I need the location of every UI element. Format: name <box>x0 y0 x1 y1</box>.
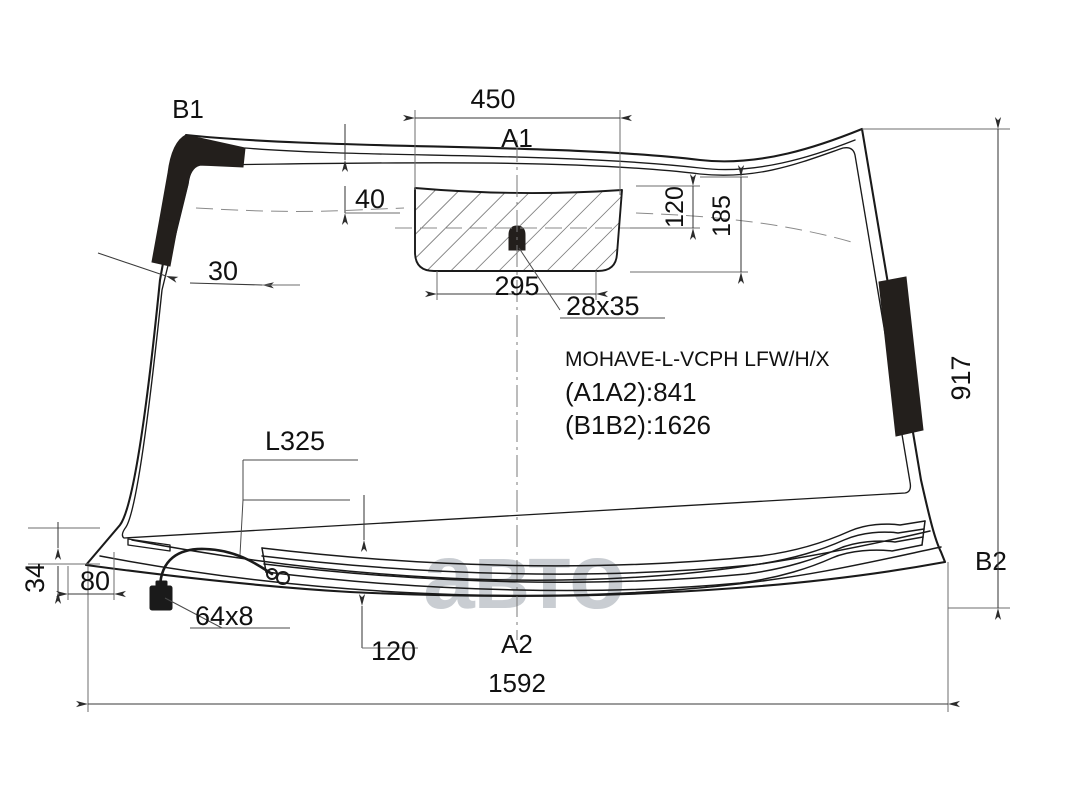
dim-450-label: 450 <box>470 84 515 114</box>
dim-side-band: 30 <box>97 252 300 289</box>
dim-bracket-width: 450 <box>403 84 632 195</box>
dim-overall-height: 917 <box>862 117 1010 620</box>
cowl-line-2 <box>131 530 931 581</box>
dim-1592-label: 1592 <box>488 668 546 698</box>
dim-antenna-length: L325 <box>239 426 358 556</box>
glass-inner-outline <box>121 146 912 539</box>
part-info-block: MOHAVE-L-VCPH LFW/H/X (A1A2):841 (B1B2):… <box>565 348 829 440</box>
band-left-pillar <box>151 217 179 267</box>
dim-connector-size: 64x8 <box>164 597 290 631</box>
dim-917-label: 917 <box>946 355 976 400</box>
dim-bracket-base: 295 <box>425 271 608 301</box>
spec-a1a2-label: (A1A2):841 <box>565 377 697 407</box>
dim-bracket-inner-height: 120 <box>630 174 700 240</box>
upper-dashed-line-right <box>635 212 856 244</box>
dim-34-label: 34 <box>20 563 50 593</box>
band-top-left <box>159 134 246 224</box>
molding-strip-2 <box>261 528 925 575</box>
molding-right-cap <box>921 520 926 546</box>
dim-30-label: 30 <box>208 256 238 286</box>
label-b2: B2 <box>975 546 1007 576</box>
molding-strip-1 <box>261 520 926 567</box>
dim-120-cowl-label: 120 <box>371 636 416 666</box>
part-code-label: MOHAVE-L-VCPH LFW/H/X <box>565 348 829 371</box>
connector-block <box>149 585 173 611</box>
dim-28x35-label: 28x35 <box>566 291 640 321</box>
terminal-ring-1 <box>266 568 278 580</box>
dim-120-bracket-label: 120 <box>661 186 689 228</box>
band-right-pillar <box>878 276 924 437</box>
dim-40-label: 40 <box>355 184 385 214</box>
antenna-plate <box>127 538 171 552</box>
connector-tab <box>155 580 168 589</box>
dim-64x8-label: 64x8 <box>195 601 254 631</box>
dim-sensor-window: 28x35 <box>518 247 665 321</box>
label-b1: B1 <box>172 94 204 124</box>
dim-80-label: 80 <box>80 566 110 596</box>
upper-dashed-line-left <box>195 207 405 212</box>
dim-edge-offset: 80 <box>56 552 126 600</box>
dim-edge-small: 34 <box>20 522 100 604</box>
label-a2: A2 <box>501 629 533 659</box>
dim-overall-width: 1592 <box>76 562 960 712</box>
mirror-bracket-group <box>395 187 648 272</box>
dim-185-label: 185 <box>708 195 736 237</box>
label-a1: A1 <box>501 123 533 153</box>
cowl-group <box>99 520 942 597</box>
dim-295-label: 295 <box>494 271 539 301</box>
watermark: авто <box>423 524 626 628</box>
dim-L325-label: L325 <box>265 426 325 456</box>
ceramic-band-group <box>151 134 924 437</box>
antenna-connector-group <box>127 538 290 611</box>
molding-left-cap <box>261 547 267 573</box>
dim-top-band: 40 <box>341 124 400 225</box>
cowl-line-1 <box>99 546 942 597</box>
antenna-wire <box>158 547 274 589</box>
terminal-ring-2 <box>276 571 290 585</box>
dim-bracket-outer-height: 185 <box>630 165 748 284</box>
molding-strip-4 <box>265 544 923 592</box>
watermark-label: авто <box>423 524 624 628</box>
molding-strip-3 <box>263 536 924 584</box>
spec-b1b2-label: (B1B2):1626 <box>565 410 711 440</box>
dim-cowl-offset: 120 <box>358 594 418 666</box>
